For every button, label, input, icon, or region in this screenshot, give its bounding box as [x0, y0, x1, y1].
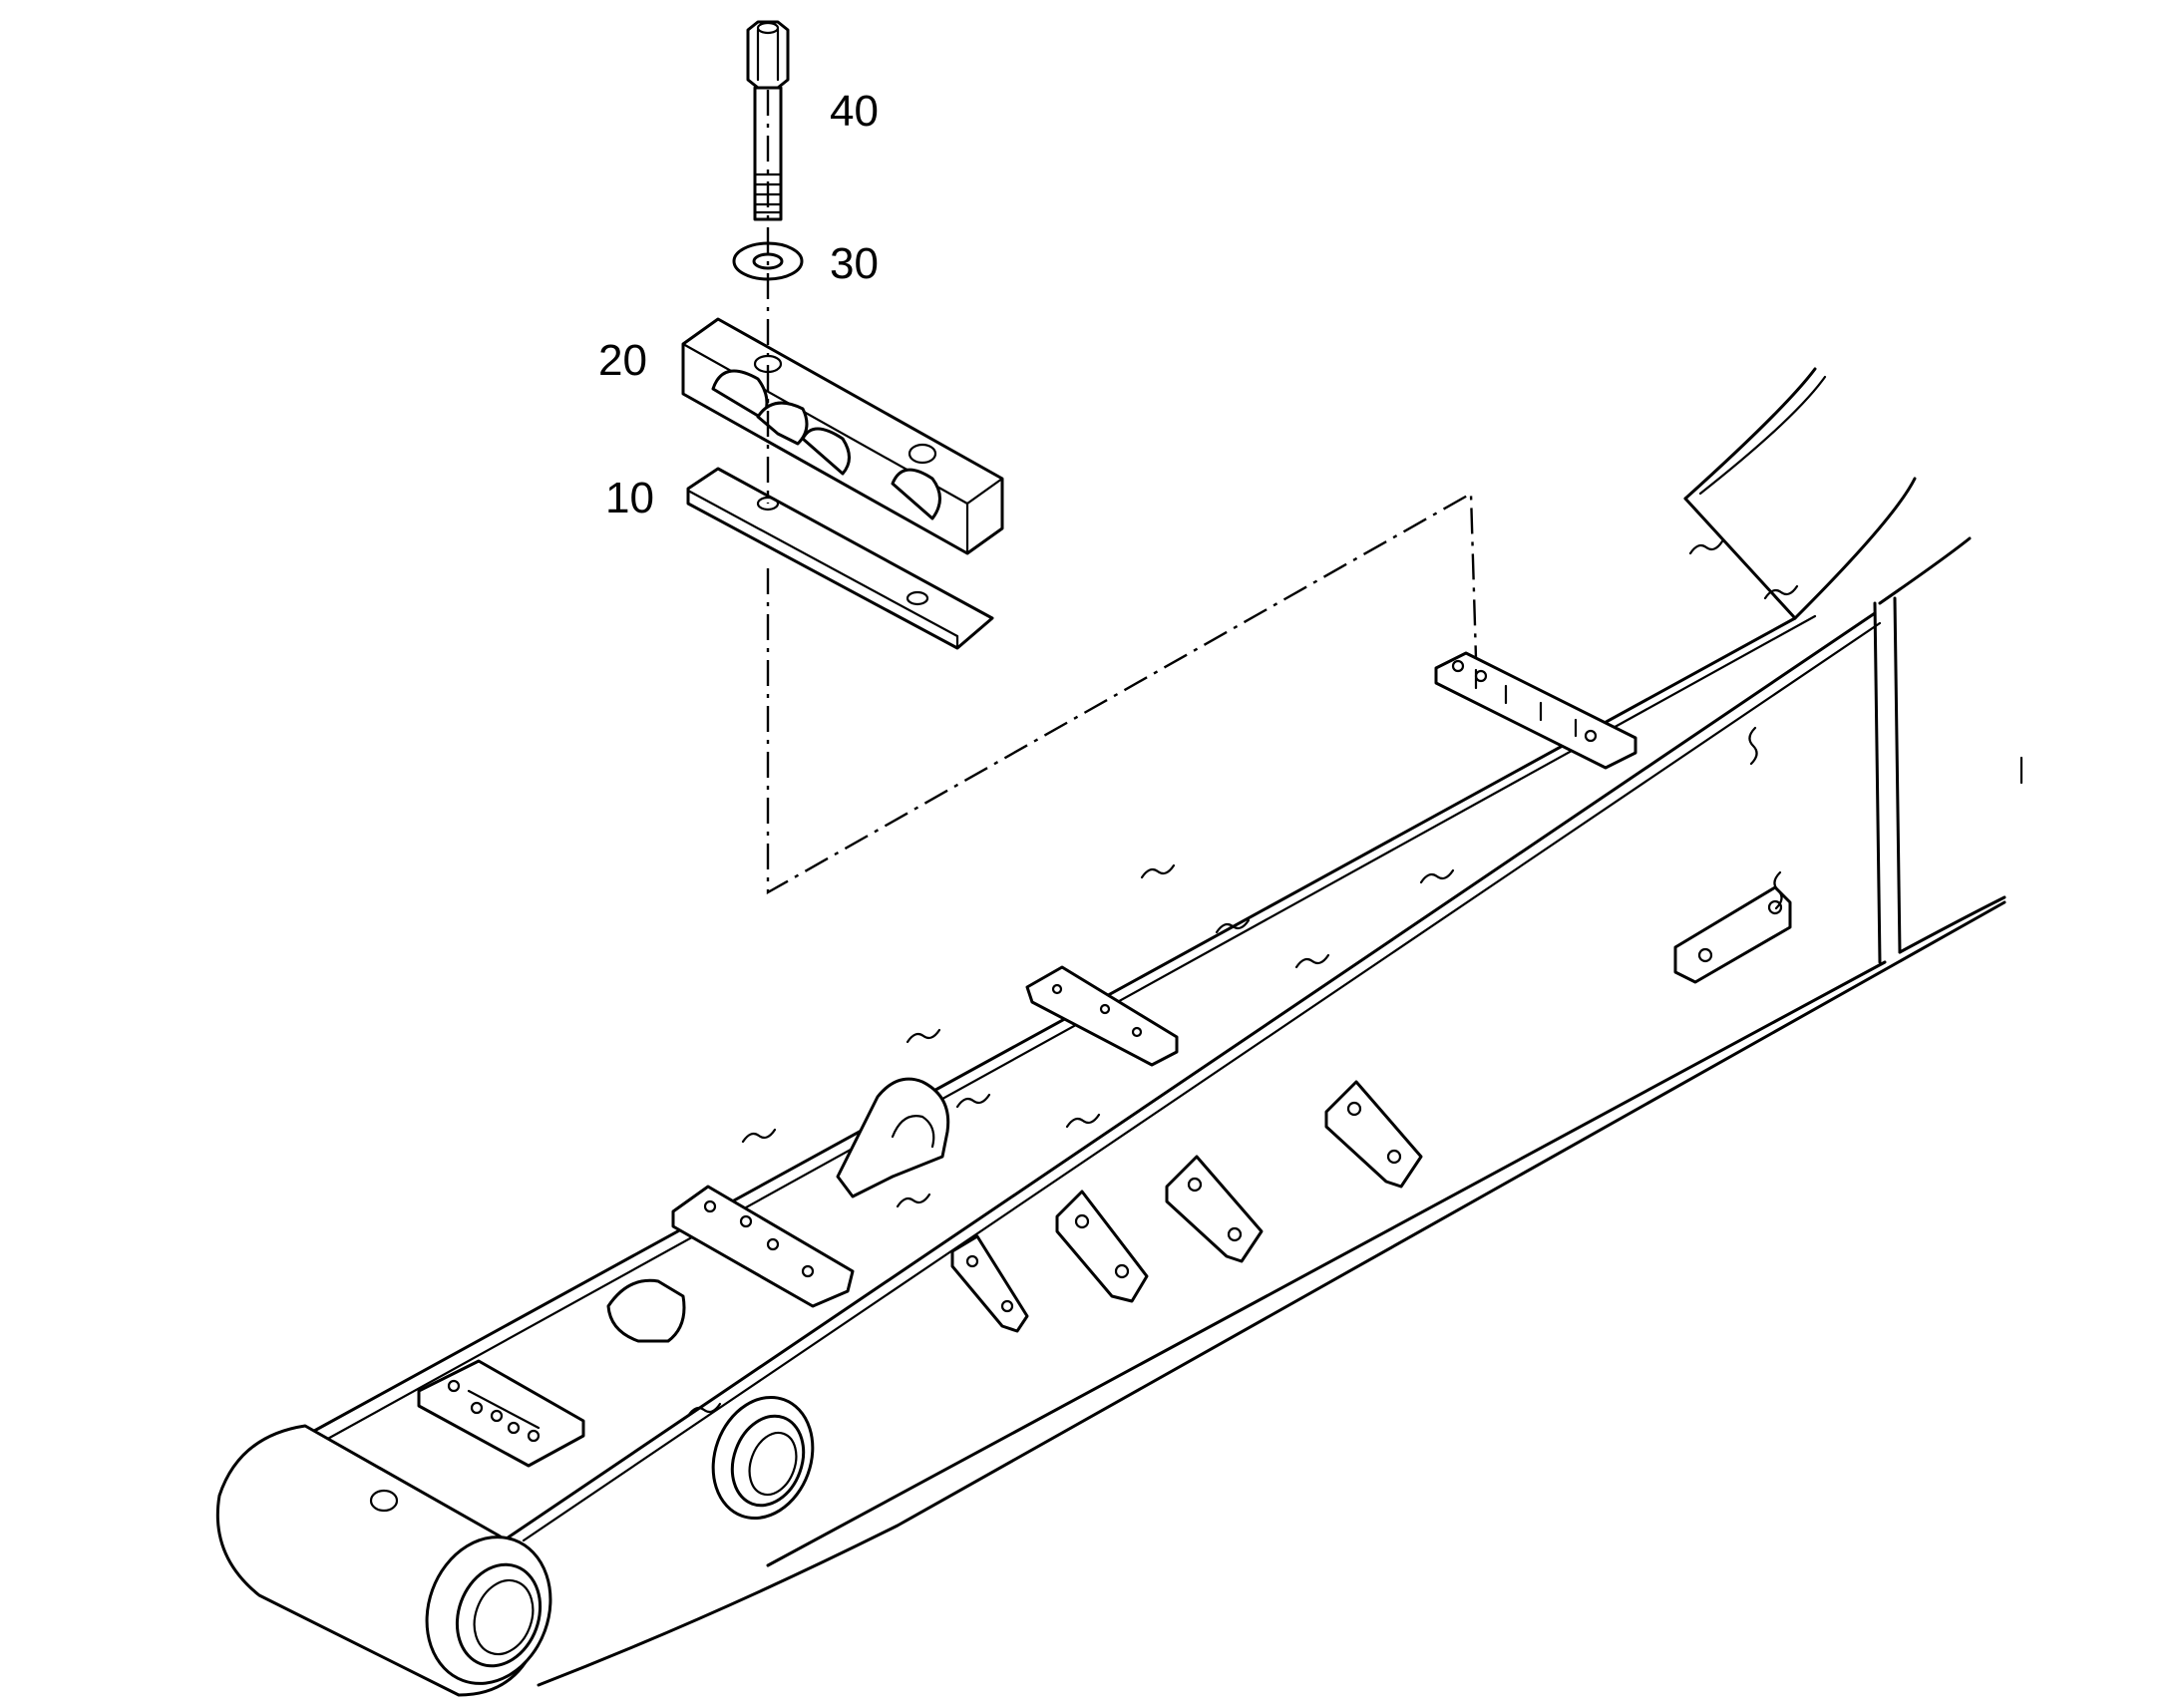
callout-40: 40: [830, 87, 879, 136]
installed-clamp: [1434, 651, 1637, 770]
side-wear-pads: [950, 885, 1792, 1333]
assembly-centerline: [766, 90, 1478, 895]
callout-30: 30: [830, 239, 879, 288]
side-boss: [711, 1395, 815, 1521]
boom-foot-cylinder: [215, 1424, 552, 1697]
callout-10: 10: [605, 474, 654, 522]
callout-20: 20: [598, 336, 647, 385]
clamp-block-part-20: [681, 317, 1004, 555]
top-plate-details: [417, 965, 1179, 1468]
shim-plate-part-10: [686, 467, 994, 650]
weld-symbols: [686, 539, 1799, 1418]
boom-body: [303, 367, 2023, 1687]
